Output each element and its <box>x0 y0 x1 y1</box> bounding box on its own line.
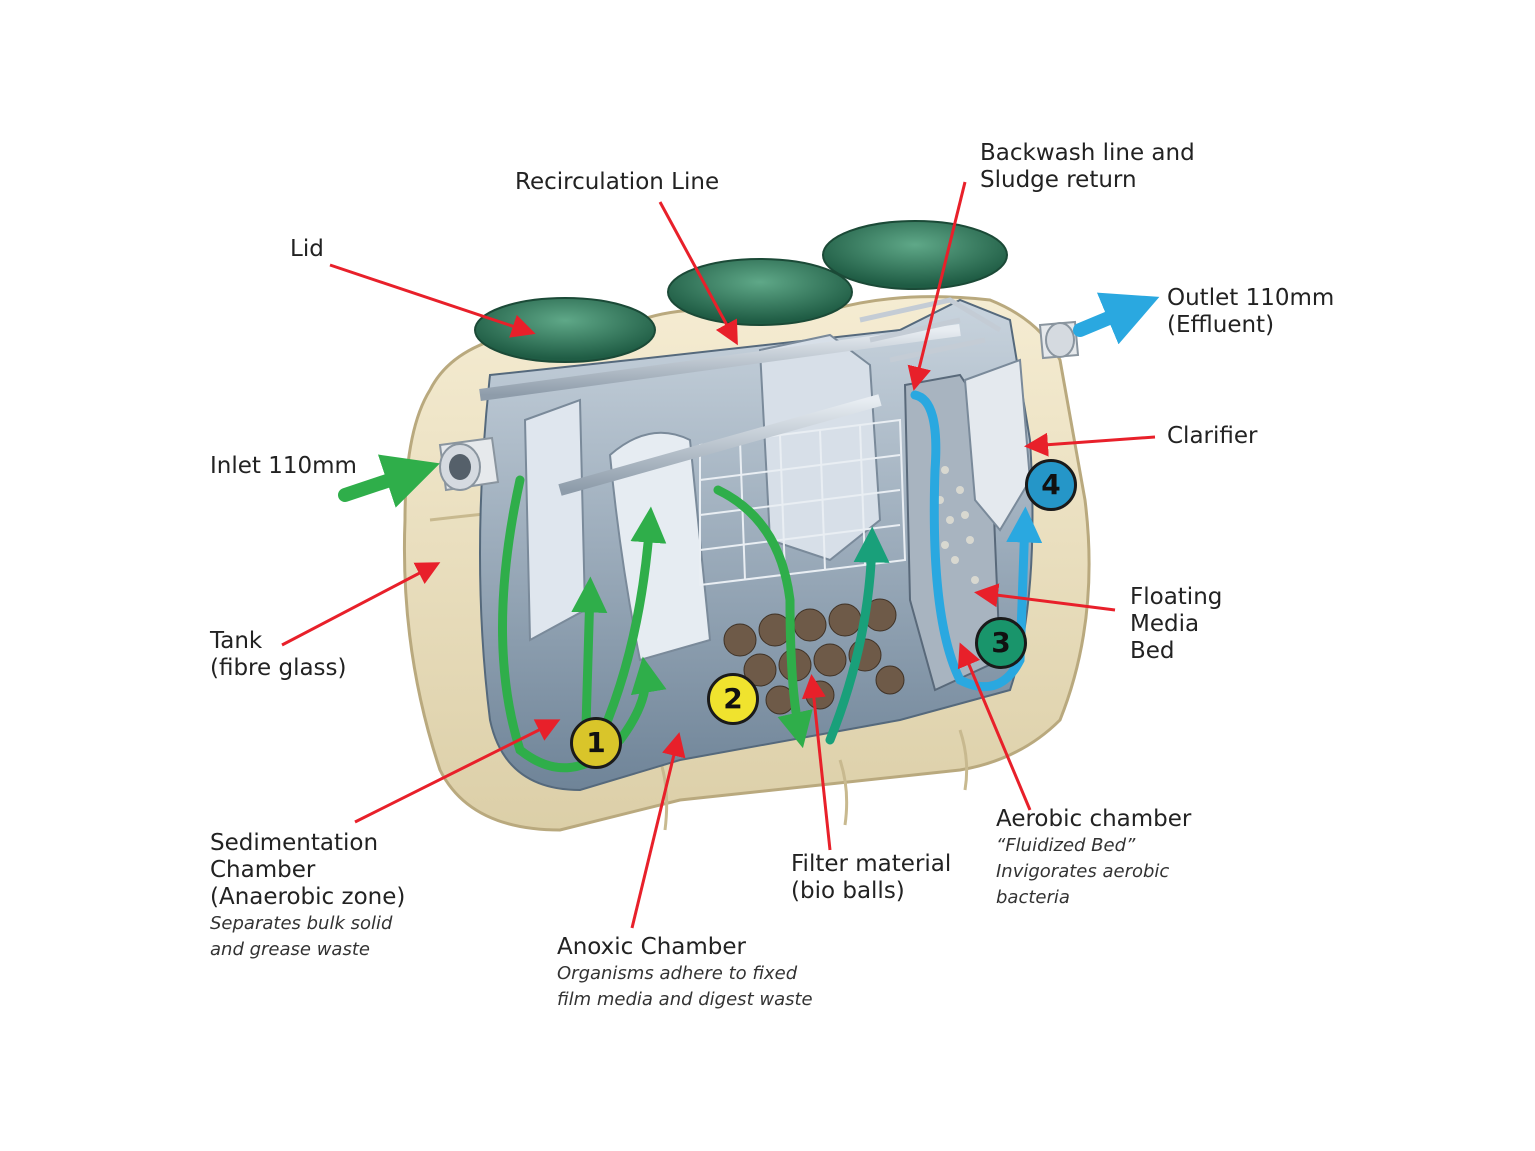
pointer-anoxic <box>630 732 686 929</box>
stage-badge-3: 3 <box>975 617 1027 669</box>
label-anoxic-desc-1: Organisms adhere to fixed <box>557 963 798 984</box>
label-filter-2: (bio balls) <box>791 878 905 904</box>
outlet-flow-arrow <box>1073 292 1160 345</box>
label-clarifier-text: Clarifier <box>1167 423 1258 449</box>
anoxic-rise-arrow <box>825 526 890 745</box>
label-filter-1: Filter material <box>791 851 952 877</box>
label-sedimentation-2: Chamber <box>210 857 316 883</box>
aerobic-flow-arrow <box>910 390 1025 692</box>
label-tank-1: Tank <box>210 628 263 654</box>
label-aerobic-title: Aerobic chamber <box>996 806 1192 832</box>
label-inlet-text: Inlet 110mm <box>210 453 357 479</box>
label-anoxic-chamber: Anoxic Chamber Organisms adhere to fixed… <box>557 934 813 1013</box>
label-backwash-line-1: Backwash line and <box>980 140 1195 166</box>
pointer-clarifier <box>1024 432 1156 457</box>
tank-interior <box>479 297 1034 792</box>
label-outlet: Outlet 110mm (Effluent) <box>1167 285 1334 339</box>
label-aerobic-desc-1: “Fluidized Bed” <box>996 835 1136 856</box>
label-inlet: Inlet 110mm <box>210 453 357 480</box>
lid-middle[interactable] <box>667 258 853 326</box>
label-lid-text: Lid <box>290 236 324 262</box>
label-sedimentation-desc-2: and grease waste <box>210 939 370 960</box>
label-anoxic-title: Anoxic Chamber <box>557 934 746 960</box>
pointer-tank <box>281 562 441 647</box>
lid-left[interactable] <box>474 297 656 363</box>
label-aerobic-chamber: Aerobic chamber “Fluidized Bed” Invigora… <box>996 806 1191 911</box>
stage-badge-2: 2 <box>707 673 759 725</box>
inlet-flow-arrow <box>338 454 440 508</box>
pointer-lines <box>281 181 1156 929</box>
label-tank: Tank (fibre glass) <box>210 628 347 682</box>
label-lid: Lid <box>290 236 324 263</box>
label-sedimentation-desc-1: Separates bulk solid <box>210 913 393 934</box>
label-filter-material: Filter material (bio balls) <box>791 851 951 905</box>
pointer-floating-media <box>974 583 1116 612</box>
pointer-aerobic <box>957 642 1032 811</box>
label-clarifier: Clarifier <box>1167 423 1257 450</box>
label-sedimentation-chamber: Sedimentation Chamber (Anaerobic zone) S… <box>210 830 405 963</box>
label-outlet-2: (Effluent) <box>1167 312 1275 338</box>
label-backwash-line: Backwash line and Sludge return <box>980 140 1195 194</box>
pointer-backwash <box>907 181 967 391</box>
anoxic-flow-arrow <box>713 485 813 749</box>
outlet-pipe <box>1038 320 1080 360</box>
label-floating-2: Media <box>1130 611 1200 637</box>
label-aerobic-desc-3: bacteria <box>996 887 1070 908</box>
pointer-filter <box>801 674 832 851</box>
lid-right[interactable] <box>822 220 1008 290</box>
inlet-pipe <box>438 436 500 492</box>
label-recirculation-line: Recirculation Line <box>515 169 719 196</box>
pointer-sedimentation <box>354 719 561 824</box>
pointer-lid <box>329 263 536 338</box>
label-floating-1: Floating <box>1130 584 1223 610</box>
label-anoxic-desc-2: film media and digest waste <box>557 989 813 1010</box>
label-recirculation-line-text: Recirculation Line <box>515 169 720 195</box>
label-tank-2: (fibre glass) <box>210 655 347 681</box>
label-sedimentation-3: (Anaerobic zone) <box>210 884 406 910</box>
label-backwash-line-2: Sludge return <box>980 167 1137 193</box>
label-outlet-1: Outlet 110mm <box>1167 285 1335 311</box>
stage-badge-4: 4 <box>1025 459 1077 511</box>
sedimentation-flow-arrow <box>498 475 667 773</box>
stage-badge-1: 1 <box>570 717 622 769</box>
label-floating-3: Bed <box>1130 638 1175 664</box>
label-sedimentation-1: Sedimentation <box>210 830 379 856</box>
label-aerobic-desc-2: Invigorates aerobic <box>996 861 1170 882</box>
lids <box>474 220 1008 363</box>
label-floating-media-bed: Floating Media Bed <box>1130 584 1222 665</box>
pointer-recirculation <box>658 201 738 346</box>
